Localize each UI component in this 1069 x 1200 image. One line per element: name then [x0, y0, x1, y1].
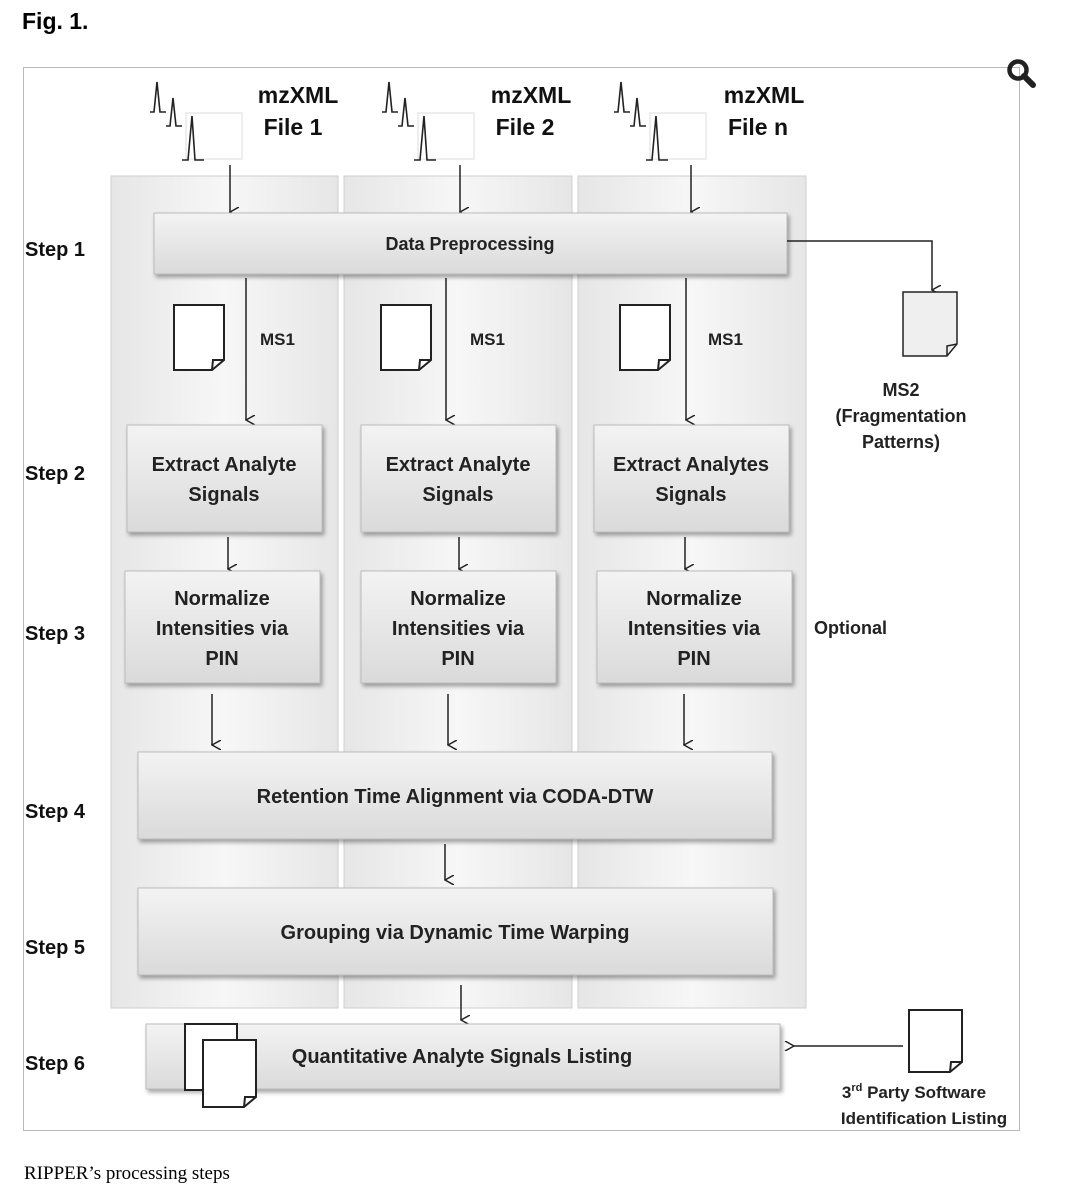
alignment-box: Retention Time Alignment via CODA-DTW: [137, 751, 773, 840]
ms2-label-line3: Patterns): [862, 432, 940, 452]
document-icon: [908, 1009, 963, 1073]
normalize-n-line2: Intensities via: [628, 618, 761, 640]
file-n-label-line1: mzXML: [724, 82, 805, 108]
normalize-2-line1: Normalize: [410, 588, 506, 610]
normalize-n-line3: PIN: [677, 648, 710, 670]
extract-n-line2: Signals: [655, 484, 726, 506]
ms1-label-n: MS1: [708, 330, 743, 349]
alignment-label: Retention Time Alignment via CODA-DTW: [257, 786, 654, 808]
data-preprocessing-box: Data Preprocessing: [153, 212, 788, 275]
spectrum-file-icon: [614, 81, 707, 161]
figure-caption: RIPPER’s processing steps: [24, 1163, 230, 1184]
normalize-2-line2: Intensities via: [392, 618, 525, 640]
ms1-label-2: MS1: [470, 330, 505, 349]
ms1-label-1: MS1: [260, 330, 295, 349]
data-preprocessing-label: Data Preprocessing: [385, 234, 554, 254]
step-4-label: Step 4: [25, 801, 86, 823]
magnifier-icon[interactable]: [1004, 55, 1040, 91]
document-icon: [173, 304, 225, 371]
figure-frame: [23, 67, 1020, 1131]
extract-1-line2: Signals: [188, 484, 259, 506]
grouping-box: Grouping via Dynamic Time Warping: [137, 887, 774, 976]
extract-2-line2: Signals: [422, 484, 493, 506]
step-5-label: Step 5: [25, 937, 85, 959]
spectrum-file-icon: [150, 81, 243, 161]
normalize-1-line1: Normalize: [174, 588, 270, 610]
normalize-box-n: Normalize Intensities via PIN: [596, 570, 793, 684]
normalize-box-1: Normalize Intensities via PIN: [124, 570, 321, 684]
extract-box-2: Extract Analyte Signals: [360, 424, 557, 533]
normalize-box-2: Normalize Intensities via PIN: [360, 570, 557, 684]
file-2-label-line2: File 2: [496, 114, 555, 140]
step-1-label: Step 1: [25, 239, 85, 261]
file-1-label-line1: mzXML: [258, 82, 339, 108]
ms2-label-line1: MS2: [882, 380, 919, 400]
listing-label: Quantitative Analyte Signals Listing: [292, 1046, 632, 1068]
document-icon: [619, 304, 671, 371]
file-n-label-line2: File n: [728, 114, 788, 140]
document-icon: [902, 291, 958, 357]
extract-1-line1: Extract Analyte: [152, 454, 297, 476]
extract-2-line1: Extract Analyte: [386, 454, 531, 476]
document-icon: [380, 304, 432, 371]
step-6-label: Step 6: [25, 1053, 85, 1075]
step-3-label: Step 3: [25, 623, 85, 645]
file-2-label-line1: mzXML: [491, 82, 572, 108]
arrow-to-ms2: [787, 240, 932, 290]
third-party-line1: 3rd Party Software: [842, 1082, 986, 1102]
extract-box-n: Extract Analytes Signals: [593, 424, 790, 533]
normalize-n-line1: Normalize: [646, 588, 742, 610]
step-2-label: Step 2: [25, 463, 85, 485]
third-party-line2: Identification Listing: [841, 1109, 1007, 1128]
optional-label: Optional: [814, 618, 887, 638]
extract-box-1: Extract Analyte Signals: [126, 424, 323, 533]
document-stack-icon: [184, 1023, 257, 1108]
figure-label: Fig. 1.: [22, 8, 89, 34]
spectrum-file-icon: [382, 81, 475, 161]
ms2-label-line2: (Fragmentation: [835, 406, 966, 426]
normalize-2-line3: PIN: [441, 648, 474, 670]
extract-n-line1: Extract Analytes: [613, 454, 769, 476]
normalize-1-line2: Intensities via: [156, 618, 289, 640]
file-1-label-line2: File 1: [264, 114, 323, 140]
grouping-label: Grouping via Dynamic Time Warping: [281, 922, 630, 944]
normalize-1-line3: PIN: [205, 648, 238, 670]
